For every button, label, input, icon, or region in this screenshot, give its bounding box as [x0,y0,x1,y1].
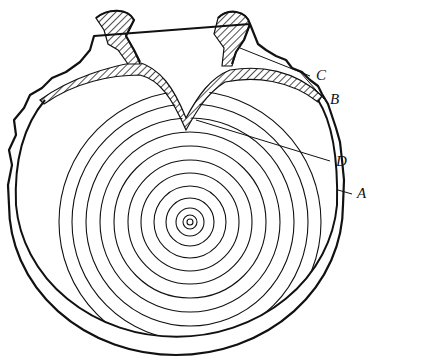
wound-surface [40,62,322,130]
leader-lines [196,48,352,194]
part-letter: B [330,92,339,107]
part-letter: A [357,186,366,201]
bark-outline [8,11,344,355]
part-letter: D [336,154,347,169]
growth-rings [59,91,321,353]
part-letter: C [316,68,326,83]
cambium-line [16,100,337,337]
